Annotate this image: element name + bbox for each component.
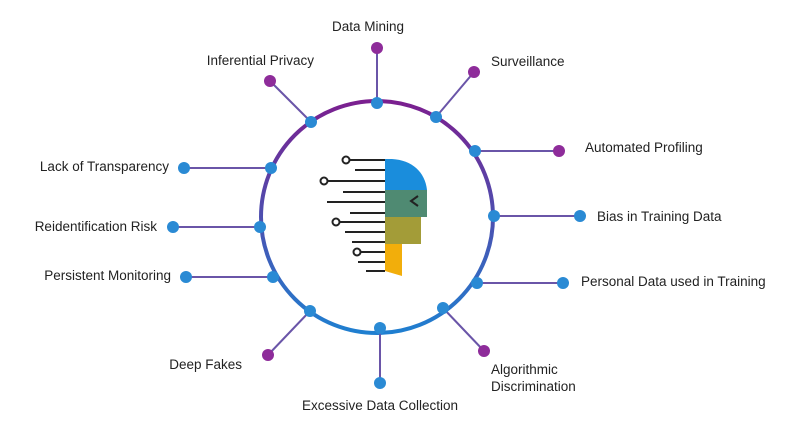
head-silhouette (385, 159, 427, 276)
label-algorithmic: Algorithmic (491, 362, 558, 377)
spoke-surveillance (435, 71, 475, 118)
circuit-lines (319, 155, 385, 272)
head-segment-gold (385, 244, 402, 276)
end-node-reidentification-risk (167, 221, 179, 233)
circuit-terminal (341, 155, 351, 165)
head-segment-olive (385, 217, 421, 244)
ring-node-data-mining (371, 97, 383, 109)
end-node-deep-fakes (262, 349, 274, 361)
ring-node-bias-training-data (488, 210, 500, 222)
ring-node-surveillance (430, 111, 442, 123)
label-excessive-data-collection: Excessive Data Collection (302, 398, 458, 413)
label-inferential-privacy: Inferential Privacy (207, 53, 315, 68)
label-automated-profiling: Automated Profiling (585, 140, 703, 155)
end-node-surveillance (468, 66, 480, 78)
ring-node-lack-transparency (265, 162, 277, 174)
label-surveillance: Surveillance (491, 54, 565, 69)
end-node-excessive-data-collection (374, 377, 386, 389)
circuit-terminal (319, 176, 329, 186)
label-discrimination: Discrimination (491, 379, 576, 394)
end-node-bias-training-data (574, 210, 586, 222)
circuit-terminal (352, 247, 362, 257)
spokes (173, 48, 580, 383)
head-segment-teal (385, 190, 427, 217)
label-data-mining: Data Mining (332, 19, 404, 34)
end-node-algorithmic-discrimination (478, 345, 490, 357)
end-node-personal-data-training (557, 277, 569, 289)
ring-node-reidentification-risk (254, 221, 266, 233)
label-reidentification-risk: Reidentification Risk (35, 219, 158, 234)
ring-nodes (254, 97, 500, 334)
end-node-lack-transparency (178, 162, 190, 174)
end-node-automated-profiling (553, 145, 565, 157)
label-bias-training-data: Bias in Training Data (597, 209, 722, 224)
label-lack-transparency: Lack of Transparency (40, 159, 169, 174)
risk-labels: Data Mining Surveillance Automated Profi… (35, 19, 766, 413)
end-node-persistent-monitoring (180, 271, 192, 283)
ai-head-circuit-icon (319, 155, 427, 276)
label-persistent-monitoring: Persistent Monitoring (44, 268, 171, 283)
end-nodes (167, 42, 586, 389)
spoke-algorithmic-discrimination (442, 307, 485, 352)
head-nose-mark (409, 195, 419, 207)
ring-node-algorithmic-discrimination (437, 302, 449, 314)
ring-node-personal-data-training (471, 277, 483, 289)
label-personal-data-training: Personal Data used in Training (581, 274, 766, 289)
spoke-deep-fakes (267, 310, 311, 356)
ring-node-inferential-privacy (305, 116, 317, 128)
label-deep-fakes: Deep Fakes (169, 357, 242, 372)
ring-node-deep-fakes (304, 305, 316, 317)
head-segment-blue (385, 159, 427, 190)
central-ring (259, 99, 495, 335)
end-node-inferential-privacy (264, 75, 276, 87)
spoke-inferential-privacy (269, 80, 312, 123)
ring-node-automated-profiling (469, 145, 481, 157)
end-node-data-mining (371, 42, 383, 54)
circuit-terminal (331, 217, 341, 227)
ring-node-persistent-monitoring (267, 271, 279, 283)
ring-node-excessive-data-collection (374, 322, 386, 334)
